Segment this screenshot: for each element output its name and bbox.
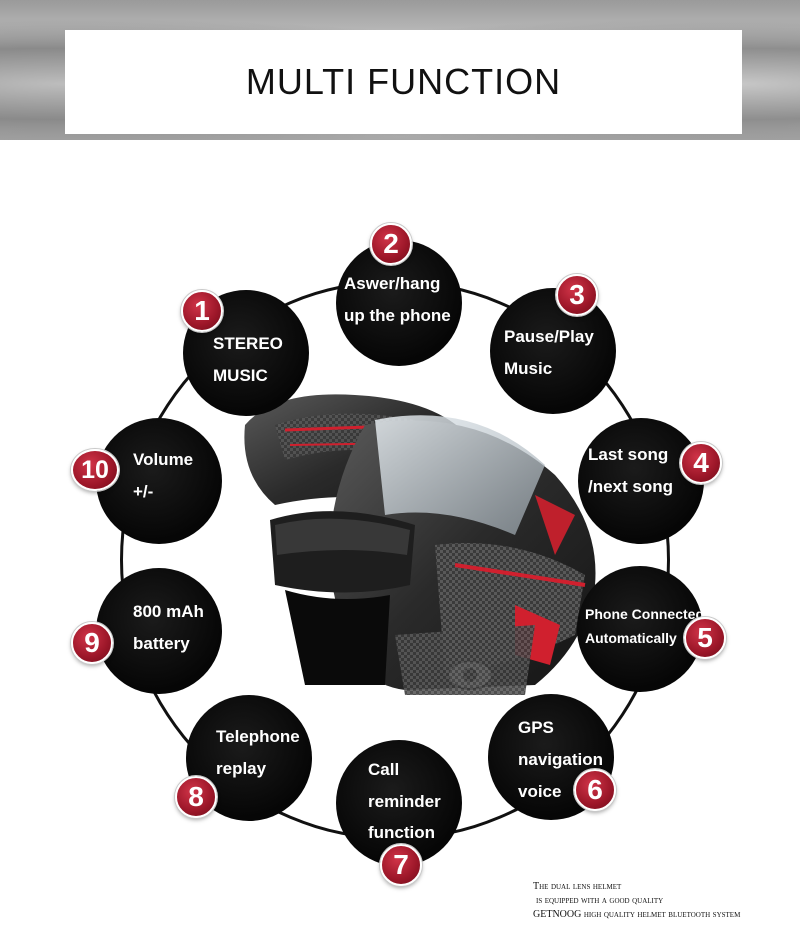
feature-label: Last song (588, 445, 669, 464)
feature-label: MUSIC (213, 366, 268, 385)
feature-number-badge: 6 (574, 769, 616, 811)
feature-number-badge: 9 (71, 622, 113, 664)
footnote-line: GETNOOG high quality helmet bluetooth sy… (533, 909, 741, 920)
page-title: MULTI FUNCTION (245, 61, 562, 102)
header-banner: MULTI FUNCTION (0, 0, 800, 140)
feature-label: Automatically (585, 630, 677, 646)
feature-number-badge: 3 (556, 274, 598, 316)
footnote-line: The dual lens helmet (533, 881, 622, 892)
feature-label: voice (518, 782, 562, 801)
feature-pause-play-music: Pause/Play Music (490, 288, 616, 414)
footnote-line: is equipped with a good quality (536, 895, 664, 906)
feature-label: STEREO (213, 334, 283, 353)
feature-label: Volume (133, 450, 194, 469)
feature-label: +/- (133, 482, 154, 501)
feature-number-badge: 4 (680, 442, 722, 484)
feature-last-next-song: Last song /next song (578, 418, 704, 544)
feature-label: function (368, 823, 436, 842)
feature-label: Music (504, 359, 553, 378)
feature-label: up the phone (344, 306, 451, 325)
feature-label: reminder (368, 792, 441, 811)
helmet-image (215, 385, 605, 715)
feature-label: Pause/Play (504, 327, 594, 346)
feature-number-badge: 5 (684, 617, 726, 659)
feature-number-badge: 8 (175, 776, 217, 818)
feature-battery: 800 mAh battery (96, 568, 222, 694)
title-card: MULTI FUNCTION (65, 30, 742, 134)
feature-phone-connected: Phone Connected Automatically (577, 566, 705, 692)
feature-number-badge: 10 (71, 449, 119, 491)
feature-label: Call (368, 760, 400, 779)
feature-number-badge: 7 (380, 844, 422, 886)
feature-label: battery (133, 634, 190, 653)
feature-number-badge: 2 (370, 223, 412, 265)
feature-label: 800 mAh (133, 602, 204, 621)
feature-number-badge: 1 (181, 290, 223, 332)
feature-label: /next song (588, 477, 674, 496)
feature-label: Telephone (216, 727, 300, 746)
footnote: The dual lens helmet is equipped with a … (533, 880, 740, 922)
feature-label: replay (216, 759, 267, 778)
feature-label: Aswer/hang (344, 274, 441, 293)
feature-label: navigation (518, 750, 604, 769)
feature-label: GPS (518, 718, 554, 737)
helmet-illustration (244, 394, 596, 695)
feature-volume: Volume +/- (96, 418, 222, 544)
feature-label: Phone Connected (585, 606, 705, 622)
